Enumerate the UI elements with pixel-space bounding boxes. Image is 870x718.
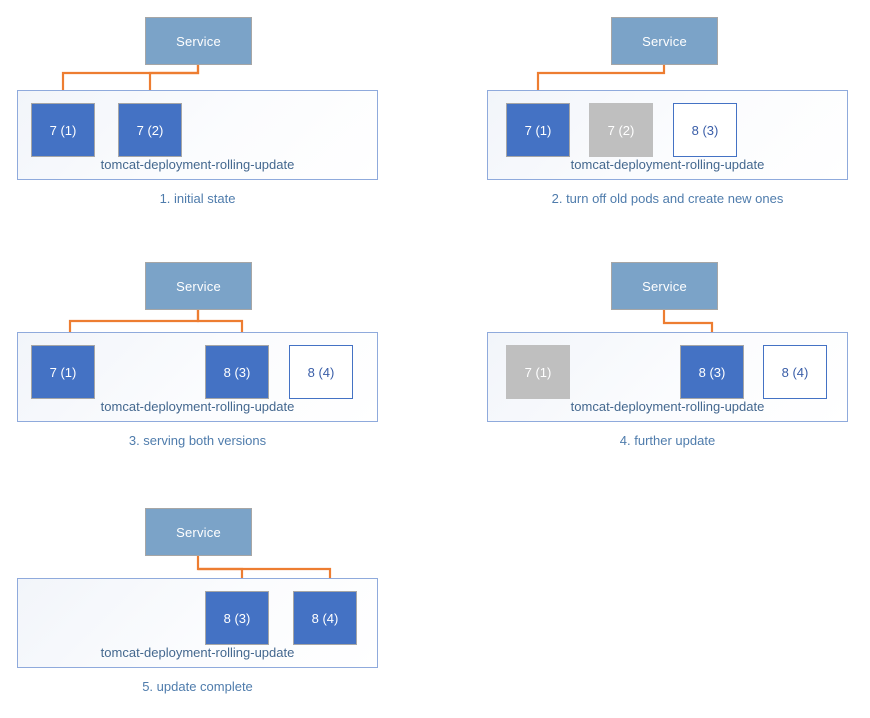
- pod-label: 8 (3): [698, 364, 726, 380]
- pod-8-4[interactable]: 8 (4): [289, 345, 353, 399]
- panel-caption: 1. initial state: [159, 191, 236, 206]
- pod-7-2[interactable]: 7 (2): [118, 103, 182, 157]
- panel-caption: 2. turn off old pods and create new ones: [551, 191, 784, 206]
- pod-label: 7 (1): [49, 122, 77, 138]
- service-label: Service: [642, 33, 687, 49]
- pod-7-2[interactable]: 7 (2): [589, 103, 653, 157]
- pod-8-4[interactable]: 8 (4): [293, 591, 357, 645]
- service-node[interactable]: Service: [145, 17, 252, 65]
- pod-7-1[interactable]: 7 (1): [506, 103, 570, 157]
- pod-7-1[interactable]: 7 (1): [31, 103, 95, 157]
- deployment-label: tomcat-deployment-rolling-update: [100, 157, 295, 172]
- deployment-label: tomcat-deployment-rolling-update: [100, 645, 295, 660]
- pod-label: 7 (1): [524, 122, 552, 138]
- service-label: Service: [176, 278, 221, 294]
- service-node[interactable]: Service: [145, 508, 252, 556]
- service-label: Service: [642, 278, 687, 294]
- pod-label: 7 (1): [49, 364, 77, 380]
- pod-label: 8 (3): [223, 364, 251, 380]
- service-label: Service: [176, 33, 221, 49]
- pod-label: 8 (3): [691, 122, 719, 138]
- pod-label: 7 (2): [136, 122, 164, 138]
- pod-8-4[interactable]: 8 (4): [763, 345, 827, 399]
- service-label: Service: [176, 524, 221, 540]
- pod-8-3[interactable]: 8 (3): [205, 591, 269, 645]
- pod-label: 8 (3): [223, 610, 251, 626]
- deployment-label: tomcat-deployment-rolling-update: [570, 157, 765, 172]
- pod-label: 8 (4): [311, 610, 339, 626]
- deployment-label: tomcat-deployment-rolling-update: [100, 399, 295, 414]
- service-node[interactable]: Service: [145, 262, 252, 310]
- panel-caption: 3. serving both versions: [128, 433, 267, 448]
- panel-caption: 4. further update: [619, 433, 716, 448]
- pod-7-1[interactable]: 7 (1): [506, 345, 570, 399]
- pod-label: 7 (1): [524, 364, 552, 380]
- pod-label: 8 (4): [307, 364, 335, 380]
- deployment-label: tomcat-deployment-rolling-update: [570, 399, 765, 414]
- service-node[interactable]: Service: [611, 17, 718, 65]
- pod-8-3[interactable]: 8 (3): [673, 103, 737, 157]
- pod-7-1[interactable]: 7 (1): [31, 345, 95, 399]
- pod-8-3[interactable]: 8 (3): [680, 345, 744, 399]
- pod-label: 7 (2): [607, 122, 635, 138]
- pod-label: 8 (4): [781, 364, 809, 380]
- pod-8-3[interactable]: 8 (3): [205, 345, 269, 399]
- service-node[interactable]: Service: [611, 262, 718, 310]
- panel-caption: 5. update complete: [142, 679, 253, 694]
